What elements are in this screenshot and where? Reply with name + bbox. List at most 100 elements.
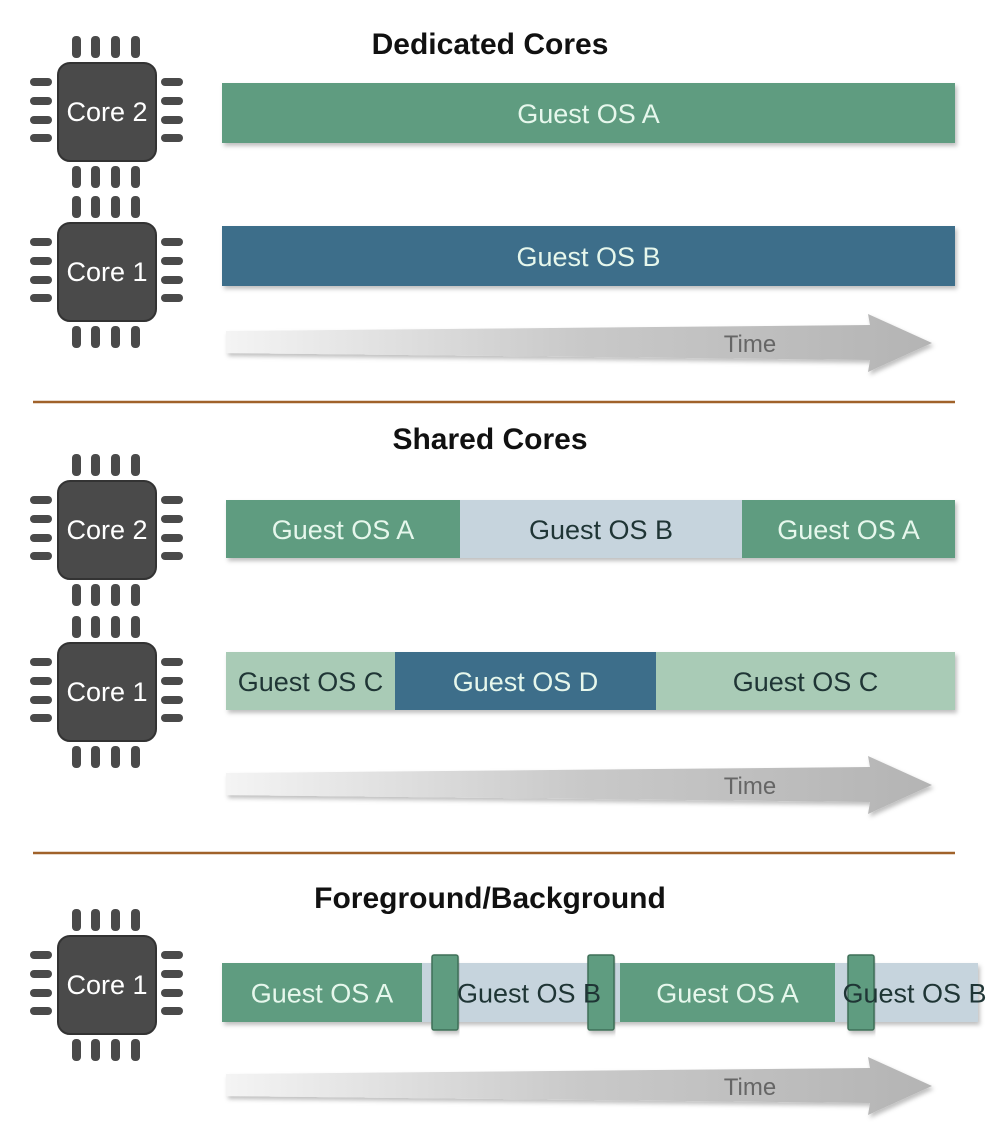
segment-label: Guest OS D [453, 667, 599, 697]
chip-pin [111, 909, 120, 931]
cpu-chip-icon: Core 1 [30, 909, 183, 1061]
segment-label: Guest OS B [529, 515, 673, 545]
context-switch-marker [847, 954, 875, 1031]
chip-pin [72, 326, 81, 348]
chip-pin [111, 616, 120, 638]
chip-pin [161, 78, 183, 86]
section-title: Dedicated Cores [372, 28, 609, 61]
chip-pin [30, 989, 52, 997]
chip-body [57, 222, 157, 322]
chip-pin [30, 534, 52, 542]
chip-pin [111, 326, 120, 348]
segment-label: Guest OS B [842, 979, 986, 1009]
chip-pin [131, 454, 140, 476]
chip-pin [30, 970, 52, 978]
chip-pin [30, 78, 52, 86]
segment-label: Guest OS B [457, 979, 601, 1009]
chip-pin [161, 97, 183, 105]
time-arrow: Time [226, 1057, 932, 1115]
chip-pin [72, 36, 81, 58]
arrow-icon [226, 756, 932, 814]
chip-pin [111, 166, 120, 188]
arrow-icon [226, 1057, 932, 1115]
cpu-chip-icon: Core 1 [30, 616, 183, 768]
time-label: Time [724, 773, 776, 800]
chip-pin [161, 970, 183, 978]
chip-pin [91, 326, 100, 348]
timeline-segment [226, 652, 395, 710]
segment-label: Guest OS A [251, 979, 394, 1009]
timeline-segment [460, 500, 742, 558]
chip-body [57, 480, 157, 580]
chip-body [57, 642, 157, 742]
chip-pin [161, 534, 183, 542]
chip-pin [131, 36, 140, 58]
chip-pin [30, 294, 52, 302]
core-label: Core 2 [66, 97, 147, 127]
timeline-segment [620, 963, 835, 1022]
chip-pin [161, 658, 183, 666]
timeline-segment [656, 652, 955, 710]
chip-pin [72, 454, 81, 476]
chip-pin [72, 616, 81, 638]
chip-pin [161, 496, 183, 504]
chip-pin [30, 276, 52, 284]
chip-pin [161, 134, 183, 142]
segment-label: Guest OS C [238, 667, 384, 697]
section-title: Shared Cores [392, 423, 587, 456]
segment-label: Guest OS C [733, 667, 879, 697]
chip-pin [30, 552, 52, 560]
chip-pin [161, 116, 183, 124]
chip-pin [91, 454, 100, 476]
core-row: Core 1 Guest OS A Guest OS B Guest OS A Gues… [30, 909, 987, 1061]
timeline-segment [226, 500, 460, 558]
chip-pin [161, 714, 183, 722]
context-switch-marker [587, 954, 615, 1031]
cpu-chip-icon: Core 2 [30, 36, 183, 188]
timeline-bar [222, 83, 955, 143]
core-label: Core 1 [66, 257, 147, 287]
chip-pin [131, 326, 140, 348]
chip-pin [30, 1007, 52, 1015]
chip-pin [131, 616, 140, 638]
chip-pin [111, 1039, 120, 1061]
chip-pin [91, 746, 100, 768]
segment-label: Guest OS A [272, 515, 415, 545]
chip-pin [30, 496, 52, 504]
chip-pin [91, 1039, 100, 1061]
chip-pin [161, 238, 183, 246]
time-arrow: Time [226, 314, 932, 372]
chip-pin [161, 276, 183, 284]
timeline-bar [226, 652, 955, 710]
chip-pin [30, 714, 52, 722]
chip-body [57, 935, 157, 1035]
chip-pin [91, 36, 100, 58]
chip-pin [161, 294, 183, 302]
time-label: Time [724, 1074, 776, 1101]
chip-pin [91, 616, 100, 638]
chip-pin [161, 677, 183, 685]
chip-pin [161, 989, 183, 997]
chip-pin [72, 196, 81, 218]
chip-pin [161, 951, 183, 959]
chip-pin [91, 166, 100, 188]
chip-pin [30, 97, 52, 105]
chip-pin [30, 658, 52, 666]
chip-pin [30, 515, 52, 523]
chip-pin [131, 909, 140, 931]
chip-pin [131, 166, 140, 188]
time-arrow: Time [226, 756, 932, 814]
chip-pin [72, 584, 81, 606]
timeline-segment [395, 652, 656, 710]
chip-body [57, 62, 157, 162]
segment-label: Guest OS A [656, 979, 799, 1009]
chip-pin [30, 134, 52, 142]
chip-pin [91, 196, 100, 218]
